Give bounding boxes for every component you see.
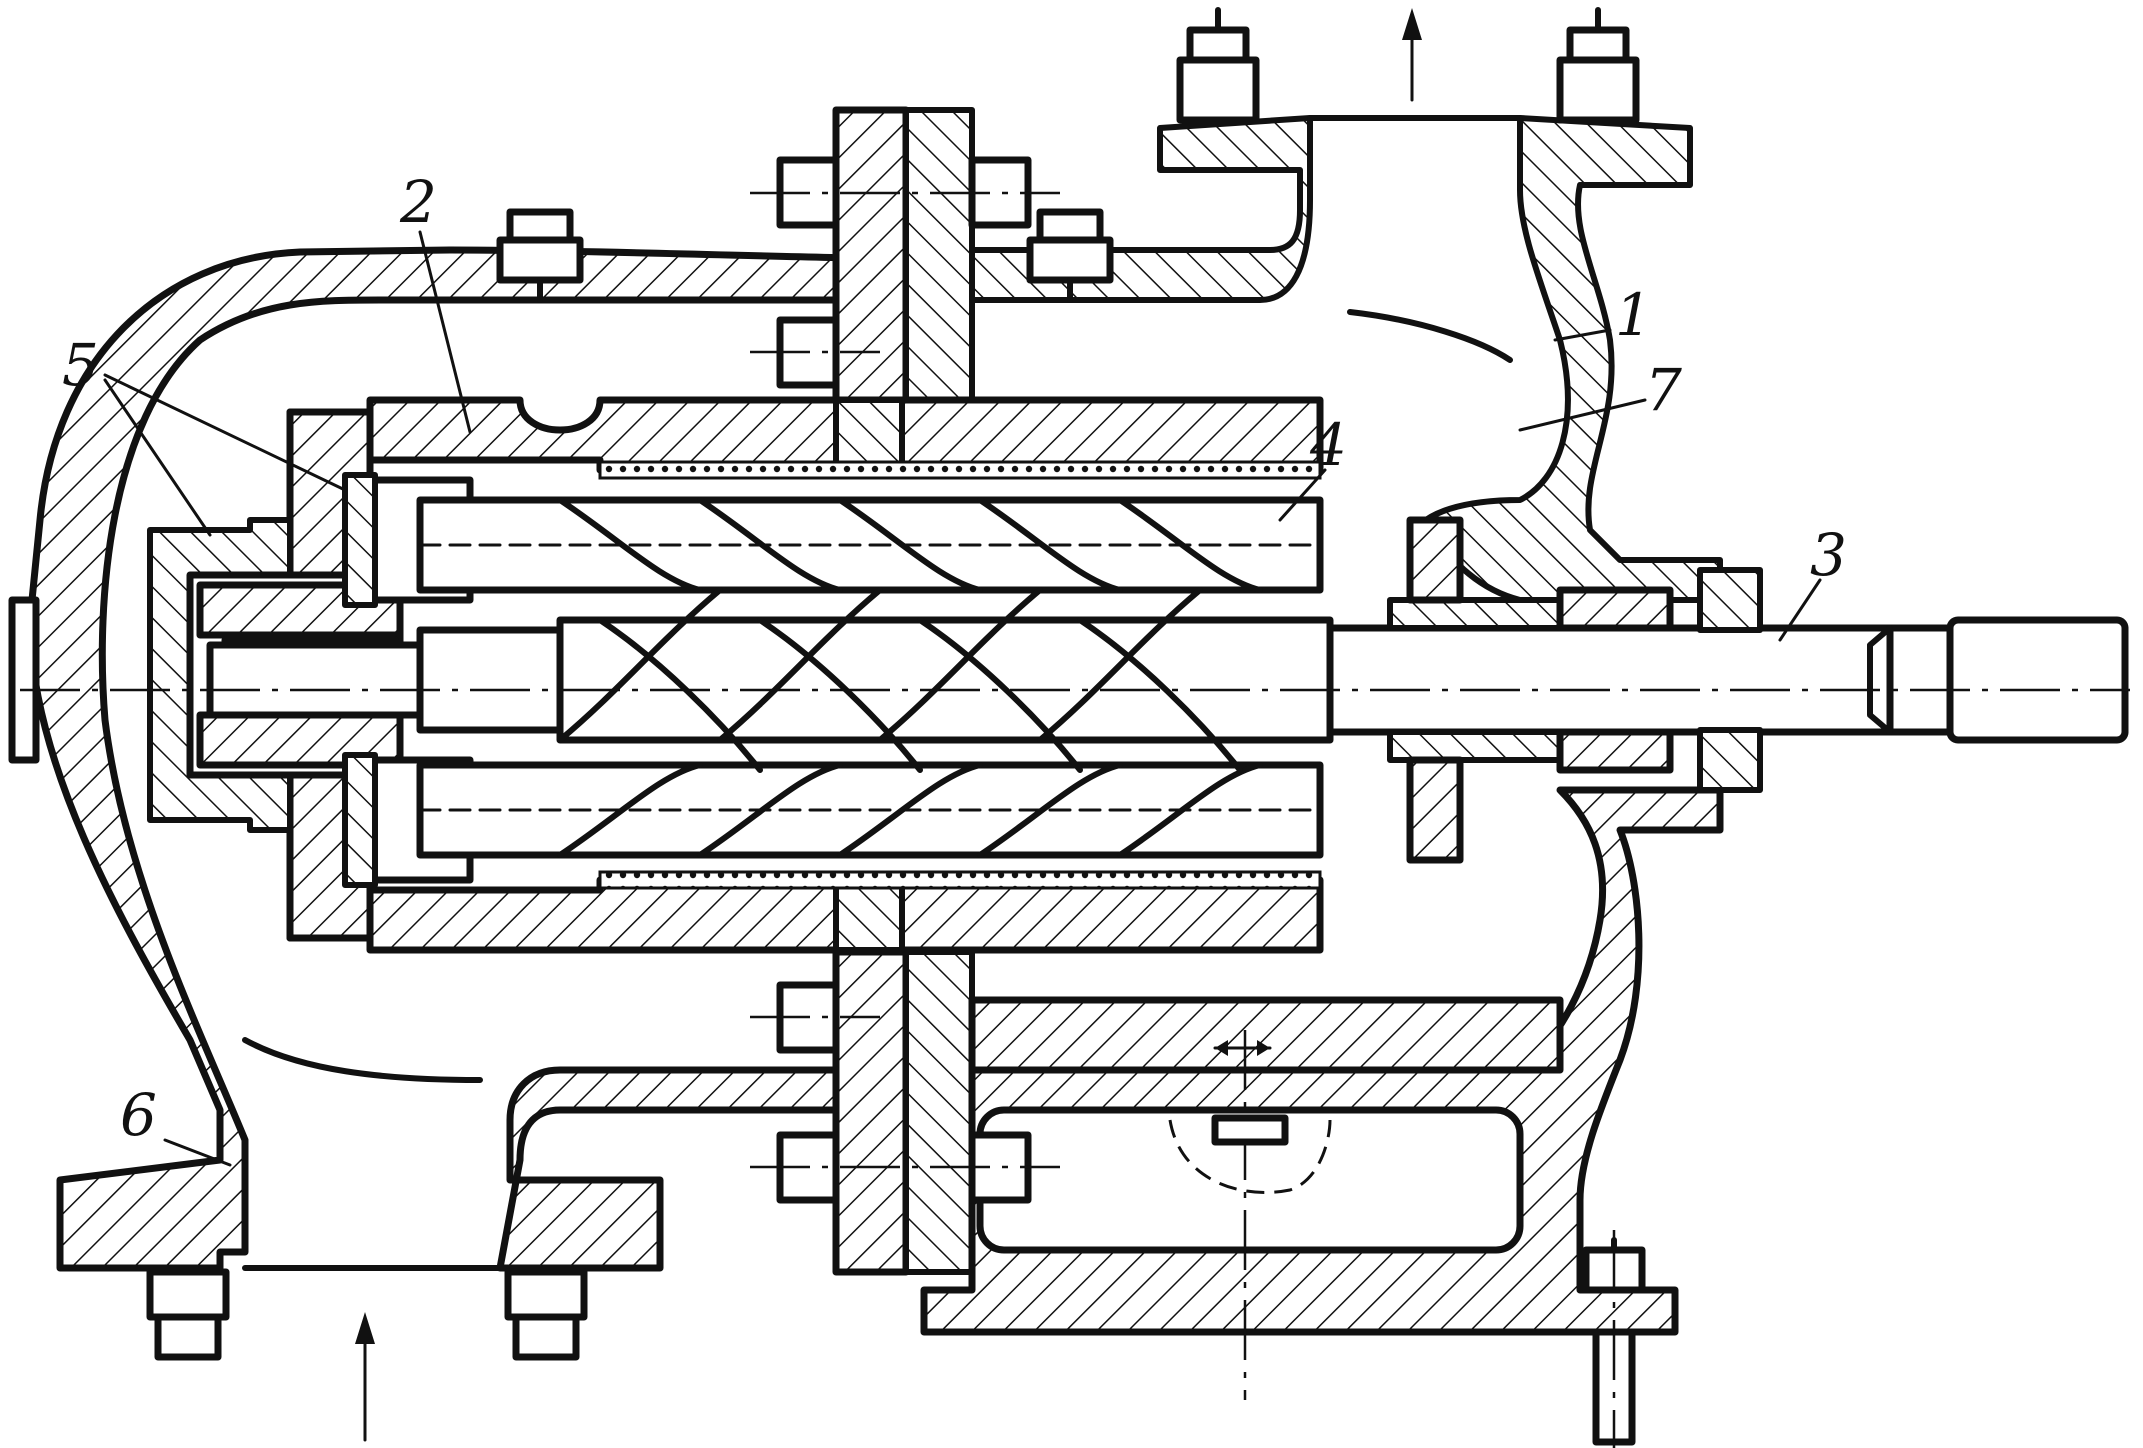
label-1: 1 — [1615, 281, 1652, 349]
bolt-outlet-left — [1176, 7, 1260, 124]
label-2: 2 — [399, 168, 437, 236]
callout-labels: 1 2 3 4 5 6 7 — [62, 168, 1847, 1149]
leader-lines — [103, 230, 1822, 1167]
idler-screw-upper — [416, 496, 1324, 594]
bolt-flange-bottom-a — [750, 981, 880, 1054]
bolt-outlet-right — [1556, 7, 1640, 124]
lower-support-housing — [920, 786, 1724, 1336]
power-screw — [206, 587, 1334, 773]
label-3: 3 — [1810, 521, 1847, 589]
inlet-housing — [242, 1066, 840, 1272]
bolt-top-left-2 — [1026, 208, 1114, 303]
bolt-top-left-1 — [496, 208, 584, 303]
idler-screw-lower — [416, 761, 1324, 859]
bolts — [8, 7, 1646, 1446]
flow-curves — [242, 309, 1513, 1083]
bolt-flange-top-a — [750, 156, 1060, 229]
bolt-left-end — [8, 596, 40, 764]
drive-shaft — [1326, 616, 2129, 744]
double-arrow-icon — [1211, 1040, 1289, 1146]
outer-casing-left — [26, 246, 904, 1272]
centre-lines — [20, 688, 2130, 1448]
label-6: 6 — [120, 1081, 157, 1149]
label-4: 4 — [1309, 411, 1347, 479]
bolt-inlet-left — [146, 1268, 230, 1361]
label-5: 5 — [62, 331, 99, 399]
bolt-inlet-right — [504, 1268, 588, 1361]
shaft-seal — [1387, 516, 1763, 864]
arrow-up-icon — [1402, 8, 1422, 102]
inlet-arrow-up-icon — [355, 1312, 375, 1442]
label-7: 7 — [1645, 356, 1682, 424]
bolt-flange-bottom-b — [750, 1131, 1060, 1204]
bolt-flange-top-b — [750, 316, 880, 389]
